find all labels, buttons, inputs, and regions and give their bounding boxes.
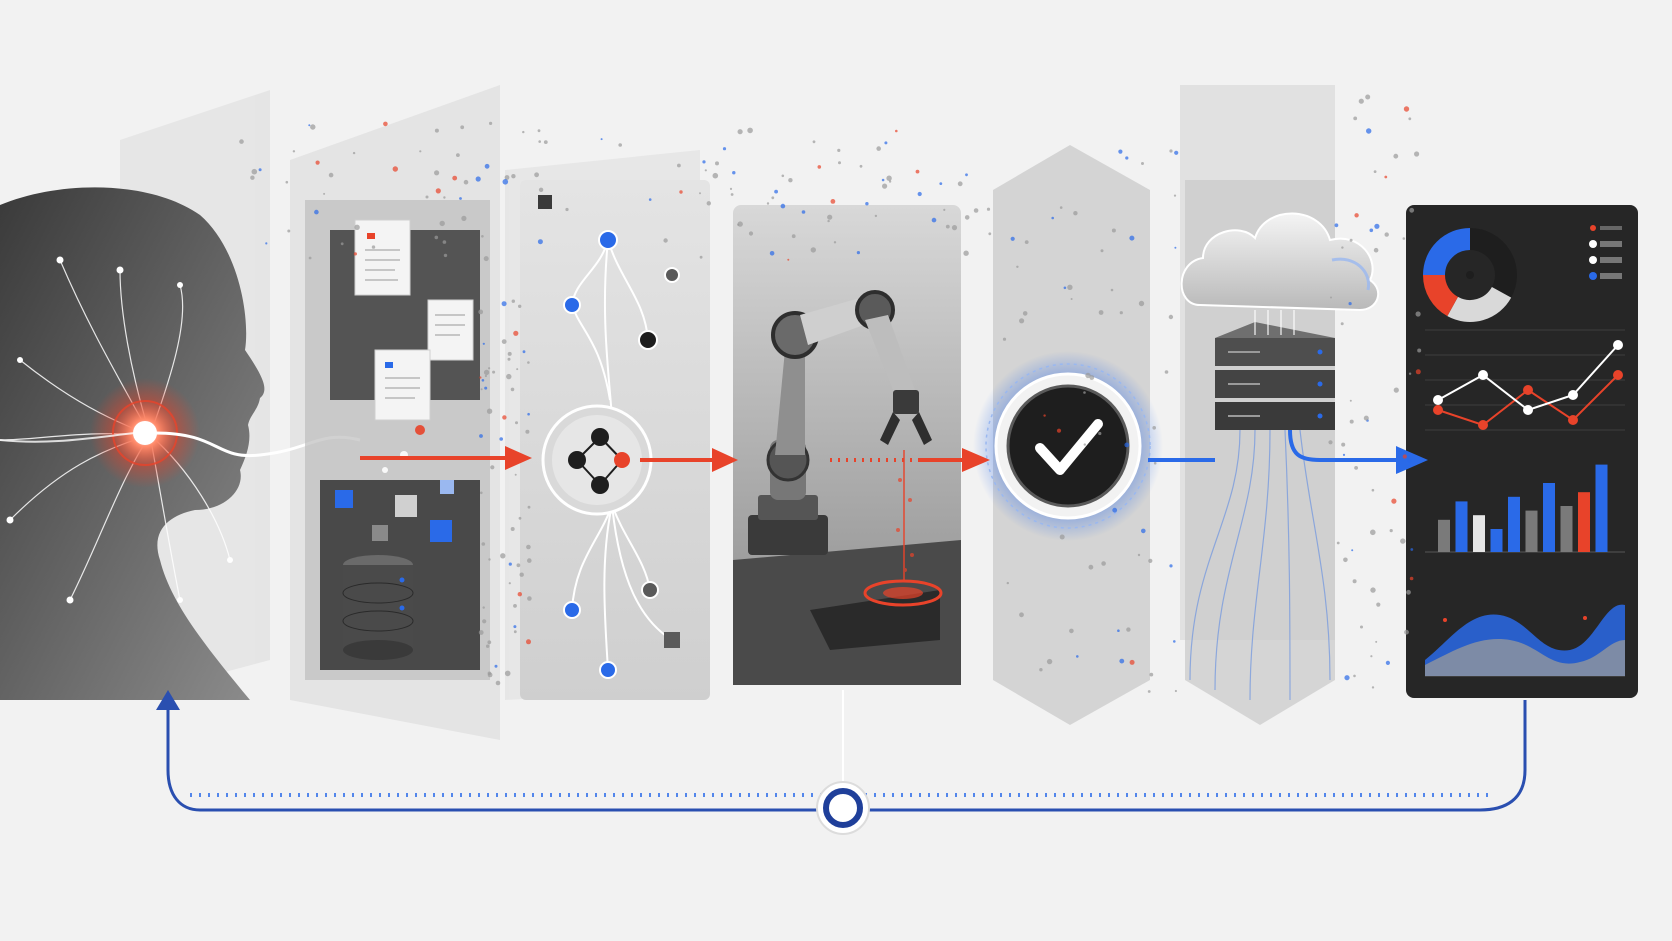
laser-beam: [896, 450, 914, 580]
stage-data: [305, 200, 490, 680]
node-network-icon: [541, 404, 653, 516]
document-card: [374, 349, 431, 421]
donut-slice: [1447, 286, 1512, 322]
red-arrow-icon: [360, 446, 532, 470]
feedback-loop-icon: [156, 690, 1527, 835]
white-series-point: [1433, 395, 1443, 405]
robot-arm-icon: [748, 290, 932, 555]
donut-slice: [1423, 274, 1459, 317]
bar: [1560, 506, 1573, 552]
bar: [1490, 529, 1503, 552]
bar: [1438, 519, 1450, 552]
blue-arrow-icon: [1148, 429, 1428, 474]
donut-slice: [1469, 228, 1517, 298]
red-series-point: [1613, 370, 1623, 380]
white-series-point: [1568, 390, 1578, 400]
bar: [1525, 510, 1538, 552]
bar: [1595, 464, 1608, 552]
donut-chart: [1423, 228, 1517, 322]
stage-human: [0, 187, 361, 700]
red-series-point: [1478, 420, 1488, 430]
red-series-point: [1568, 415, 1578, 425]
decorative-dots: [239, 94, 1422, 693]
dashboard-icon: [1423, 225, 1625, 677]
bar: [1508, 496, 1520, 552]
stage-processing: [520, 180, 710, 700]
bar: [1455, 501, 1468, 552]
donut-slice: [1423, 228, 1471, 276]
bar: [1578, 492, 1590, 552]
line-chart: [1425, 329, 1625, 431]
bar-chart: [1425, 464, 1625, 553]
white-series-point: [1478, 370, 1488, 380]
white-series-point: [1613, 340, 1623, 350]
area-chart: [1425, 604, 1625, 677]
checkmark-icon: [1006, 384, 1130, 508]
cloud-server-icon: [1180, 212, 1380, 430]
stage-validation: [973, 145, 1163, 725]
stage-cloud: [1180, 180, 1380, 725]
white-series-point: [1523, 405, 1533, 415]
red-series-point: [1523, 385, 1533, 395]
stage-analytics: [1406, 205, 1638, 698]
bar: [1473, 515, 1485, 552]
red-series-point: [1433, 405, 1443, 415]
database-icon: [342, 555, 414, 660]
document-card: [427, 299, 474, 361]
legend-swatches: [1589, 225, 1622, 280]
document-card: [354, 219, 411, 296]
data-cubes: [335, 480, 454, 542]
bar: [1543, 483, 1555, 552]
network-node: [538, 195, 680, 679]
stage-automation: [733, 205, 961, 685]
red-arrow-icon: [640, 448, 738, 472]
red-arrow-icon: [830, 448, 990, 472]
